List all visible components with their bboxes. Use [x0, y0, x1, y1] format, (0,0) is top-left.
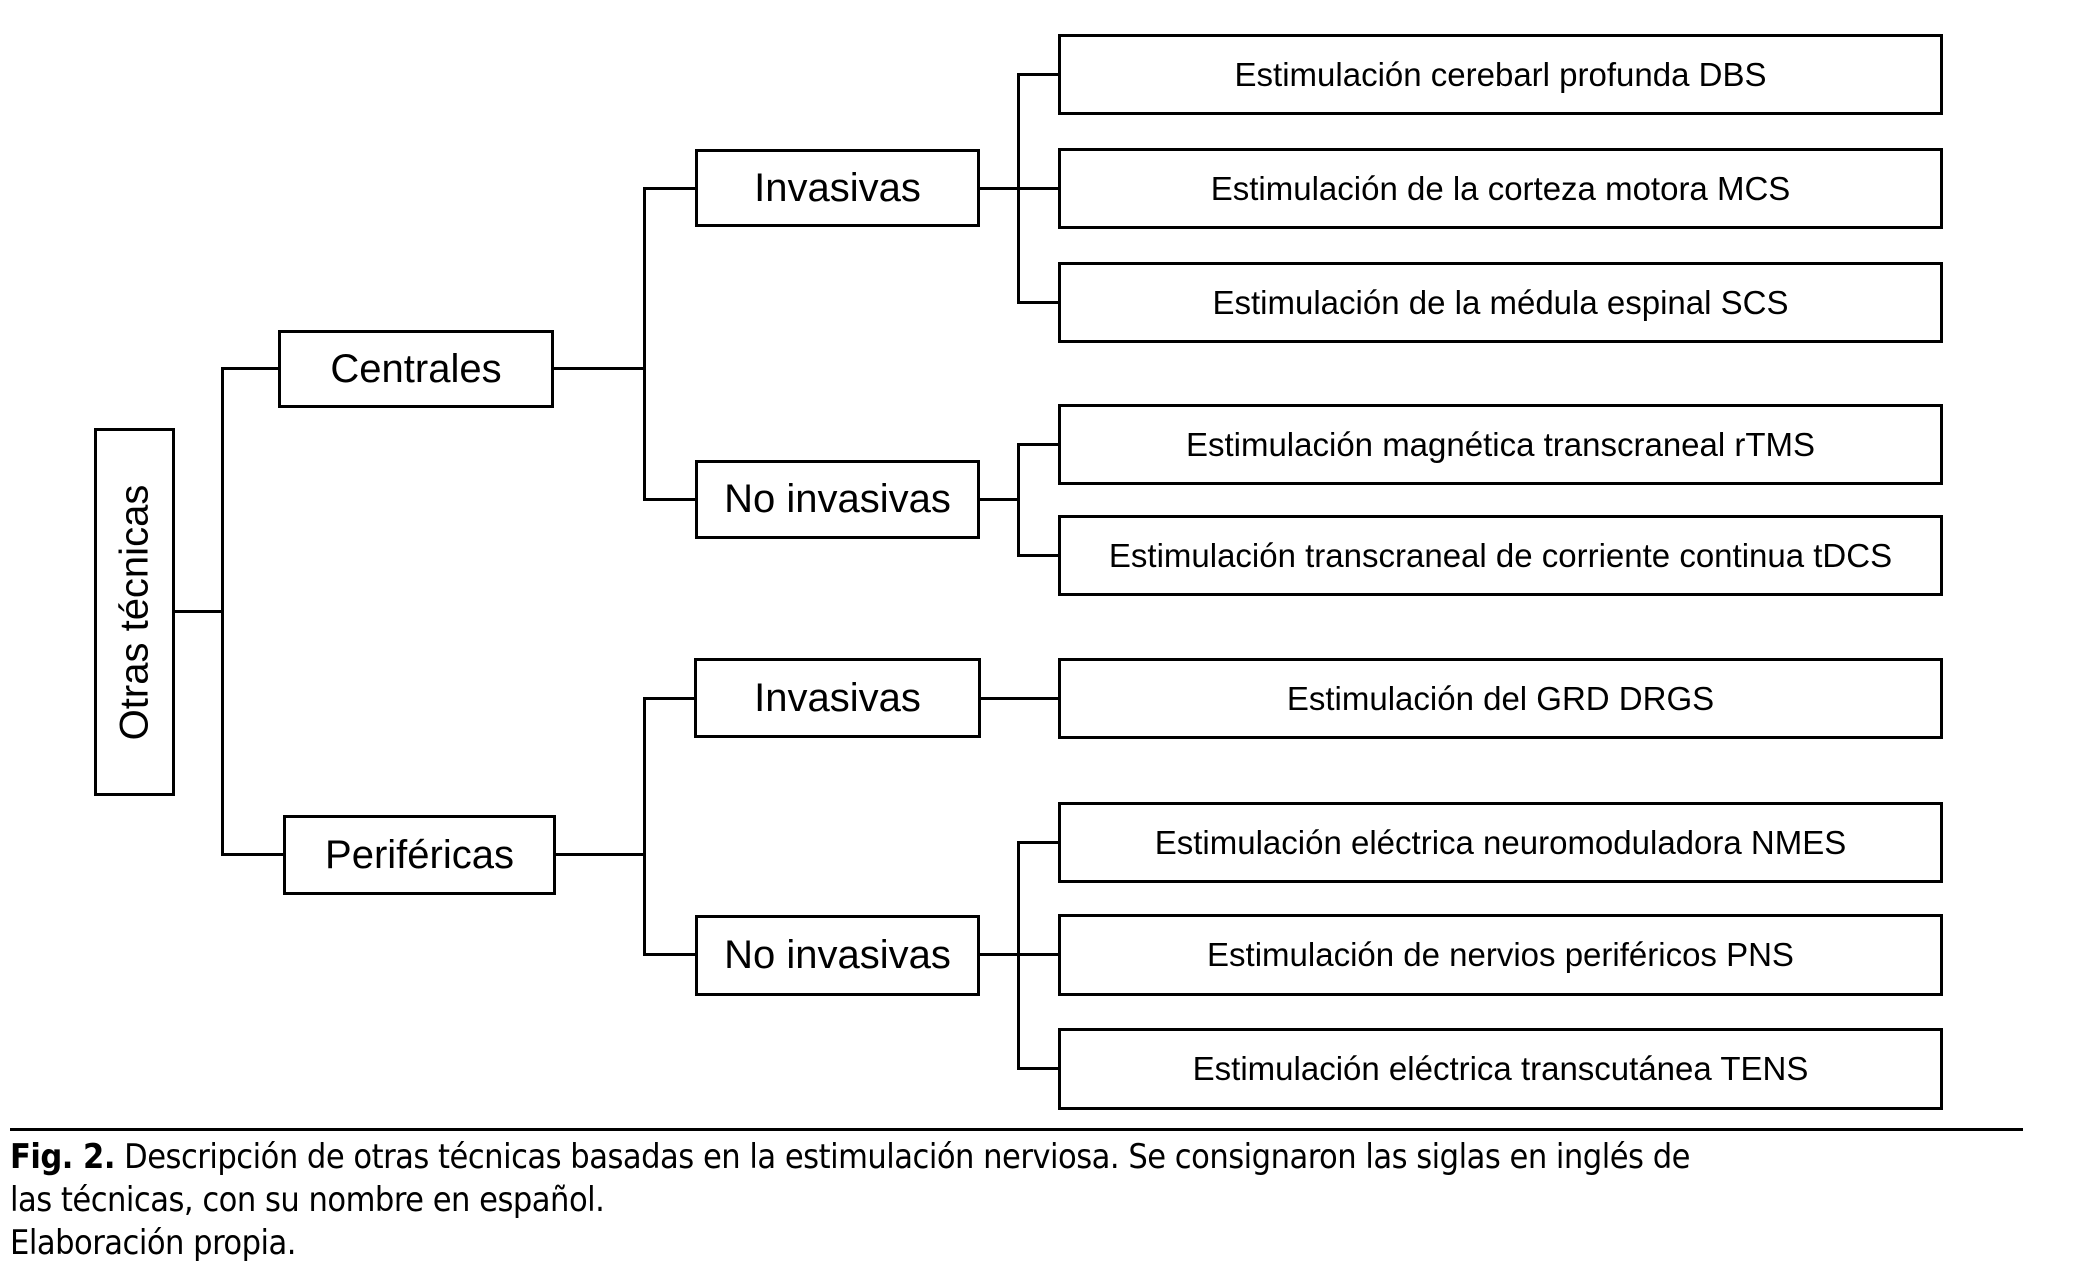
connector-trunk-vertical	[221, 367, 224, 856]
connector-trunk-perifericas	[221, 853, 285, 856]
node-centrales-label: Centrales	[330, 346, 502, 391]
leaf-nmes: Estimulación eléctrica neuromoduladora N…	[1058, 802, 1943, 883]
connector-trunk-centrales	[221, 367, 280, 370]
leaf-pns-label: Estimulación de nervios periféricos PNS	[1207, 936, 1794, 973]
leaf-drgs: Estimulación del GRD DRGS	[1058, 658, 1943, 739]
connector-to-invasivas-perifericas	[643, 697, 694, 700]
node-invasivas-perifericas: Invasivas	[694, 658, 981, 738]
leaf-tens: Estimulación eléctrica transcutánea TENS	[1058, 1028, 1943, 1110]
leaf-scs-label: Estimulación de la médula espinal SCS	[1212, 283, 1789, 321]
leaf-tdcs: Estimulación transcraneal de corriente c…	[1058, 515, 1943, 596]
caption-fig-label: Fig. 2.	[10, 1137, 115, 1177]
connector-no-invasivas-centrales-out	[980, 498, 1020, 501]
connector-root-trunk	[175, 610, 224, 613]
node-perifericas-label: Periféricas	[325, 832, 514, 877]
node-no-invasivas-centrales: No invasivas	[695, 460, 980, 539]
node-no-invasivas-perifericas-label: No invasivas	[724, 933, 951, 977]
connector-to-no-invasivas-centrales	[643, 498, 695, 501]
leaf-rtms-label: Estimulación magnética transcraneal rTMS	[1185, 425, 1816, 463]
connector-to-tdcs	[1017, 554, 1058, 557]
node-otras-tecnicas-label: Otras técnicas	[112, 484, 156, 740]
connector-to-no-invasivas-perifericas	[643, 953, 695, 956]
leaf-dbs-label: Estimulación cerebarl profunda DBS	[1234, 55, 1767, 93]
connector-perifericas-vertical	[643, 697, 646, 956]
leaf-mcs-label: Estimulación de la corteza motora MCS	[1210, 169, 1791, 207]
connector-to-invasivas-centrales	[643, 187, 695, 190]
node-invasivas-perifericas-label: Invasivas	[754, 675, 921, 720]
node-centrales: Centrales	[278, 330, 554, 408]
leaf-tdcs-label: Estimulación transcraneal de corriente c…	[1108, 536, 1893, 574]
node-perifericas: Periféricas	[283, 815, 556, 895]
connector-to-tens	[1017, 1067, 1058, 1070]
leaf-scs: Estimulación de la médula espinal SCS	[1058, 262, 1943, 343]
connector-centrales-out	[554, 367, 645, 370]
node-invasivas-centrales-label: Invasivas	[754, 165, 921, 210]
connector-to-drgs	[981, 697, 1058, 700]
connector-to-nmes	[1017, 841, 1058, 844]
connector-to-scs	[1017, 301, 1058, 304]
connector-to-pns	[1017, 953, 1058, 956]
connector-perifericas-out	[556, 853, 645, 856]
caption-line-3: Elaboración propia.	[10, 1223, 296, 1263]
connector-no-invasivas-centrales-vertical	[1017, 443, 1020, 557]
leaf-tens-label: Estimulación eléctrica transcutánea TENS	[1192, 1050, 1809, 1087]
leaf-rtms: Estimulación magnética transcraneal rTMS	[1058, 404, 1943, 485]
leaf-pns: Estimulación de nervios periféricos PNS	[1058, 914, 1943, 996]
connector-invasivas-centrales-vertical	[1017, 73, 1020, 304]
caption-line-1: Fig. 2. Descripción de otras técnicas ba…	[10, 1136, 2070, 1179]
connector-no-invasivas-perifericas-out	[980, 953, 1020, 956]
node-no-invasivas-perifericas: No invasivas	[695, 915, 980, 996]
connector-to-rtms	[1017, 443, 1058, 446]
node-invasivas-centrales: Invasivas	[695, 149, 980, 227]
caption-divider	[10, 1128, 2023, 1131]
leaf-nmes-label: Estimulación eléctrica neuromoduladora N…	[1154, 823, 1847, 861]
node-no-invasivas-centrales-label: No invasivas	[724, 477, 951, 521]
leaf-dbs: Estimulación cerebarl profunda DBS	[1058, 34, 1943, 115]
figure-caption: Fig. 2. Descripción de otras técnicas ba…	[10, 1136, 2070, 1265]
connector-centrales-vertical	[643, 187, 646, 501]
leaf-mcs: Estimulación de la corteza motora MCS	[1058, 148, 1943, 229]
leaf-drgs-label: Estimulación del GRD DRGS	[1286, 679, 1715, 717]
caption-line-2: las técnicas, con su nombre en español.	[10, 1180, 605, 1220]
connector-to-dbs	[1017, 73, 1058, 76]
caption-line-1-text: Descripción de otras técnicas basadas en…	[124, 1137, 1690, 1177]
node-otras-tecnicas: Otras técnicas	[94, 428, 175, 796]
